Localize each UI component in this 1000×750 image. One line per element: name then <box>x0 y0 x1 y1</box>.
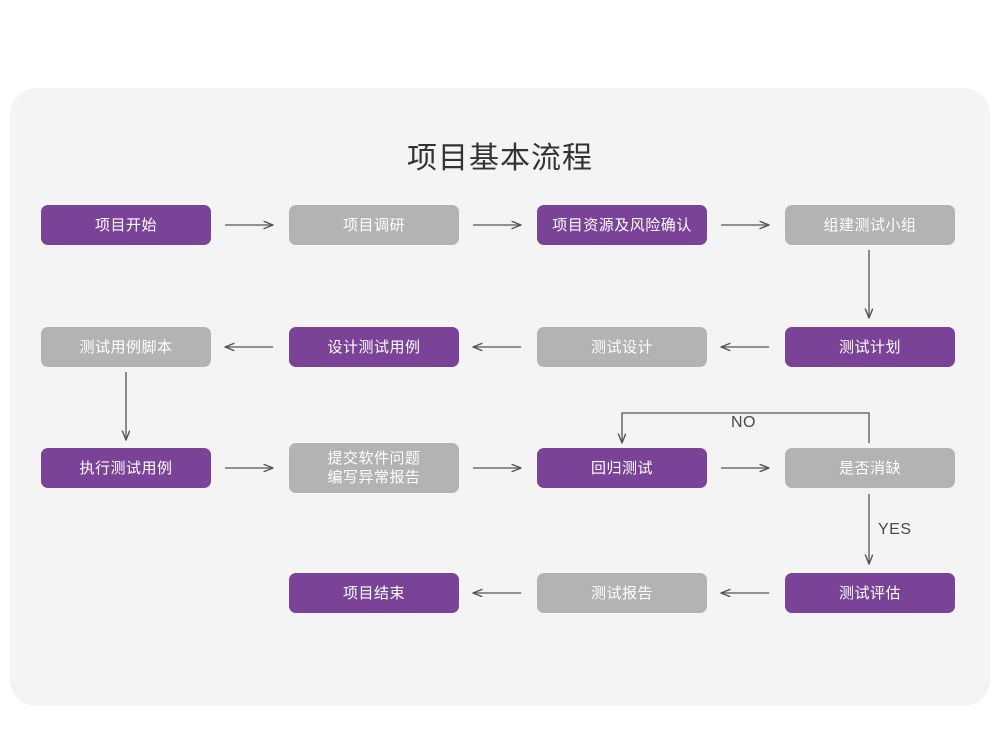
node-label: 项目资源及风险确认 <box>552 216 692 234</box>
node-label: 测试计划 <box>838 338 901 356</box>
node-test-design[interactable]: 测试设计 <box>537 327 707 367</box>
node-test-case-script[interactable]: 测试用例脚本 <box>41 327 211 367</box>
node-resource-risk-confirm[interactable]: 项目资源及风险确认 <box>537 205 707 245</box>
branch-label-yes: YES <box>878 521 912 538</box>
node-regression-test[interactable]: 回归测试 <box>537 448 707 488</box>
node-label: 组建测试小组 <box>823 216 917 234</box>
node-execute-test-case[interactable]: 执行测试用例 <box>41 448 211 488</box>
node-label: 测试用例脚本 <box>79 338 173 356</box>
node-label: 设计测试用例 <box>327 338 421 356</box>
node-label: 测试设计 <box>590 338 653 356</box>
node-project-start[interactable]: 项目开始 <box>41 205 211 245</box>
flowchart-panel <box>10 88 990 706</box>
node-project-end[interactable]: 项目结束 <box>289 573 459 613</box>
node-test-report[interactable]: 测试报告 <box>537 573 707 613</box>
node-submit-issue-report[interactable]: 提交软件问题 编写异常报告 <box>289 443 459 493</box>
node-defect-cleared-decision[interactable]: 是否消缺 <box>785 448 955 488</box>
node-test-evaluation[interactable]: 测试评估 <box>785 573 955 613</box>
page-title: 项目基本流程 <box>407 142 593 175</box>
node-label: 项目开始 <box>94 216 157 234</box>
node-test-plan[interactable]: 测试计划 <box>785 327 955 367</box>
node-design-test-case[interactable]: 设计测试用例 <box>289 327 459 367</box>
node-label: 项目结束 <box>342 584 405 602</box>
node-label: 回归测试 <box>590 459 653 477</box>
node-label: 是否消缺 <box>838 459 901 477</box>
node-label: 执行测试用例 <box>79 459 173 477</box>
node-project-research[interactable]: 项目调研 <box>289 205 459 245</box>
node-label: 测试报告 <box>590 584 653 602</box>
branch-label-no: NO <box>731 414 756 431</box>
node-label: 项目调研 <box>342 216 405 234</box>
node-form-test-team[interactable]: 组建测试小组 <box>785 205 955 245</box>
node-label: 测试评估 <box>838 584 901 602</box>
node-label-line1: 提交软件问题 <box>327 450 421 467</box>
node-label-line2: 编写异常报告 <box>327 469 421 486</box>
